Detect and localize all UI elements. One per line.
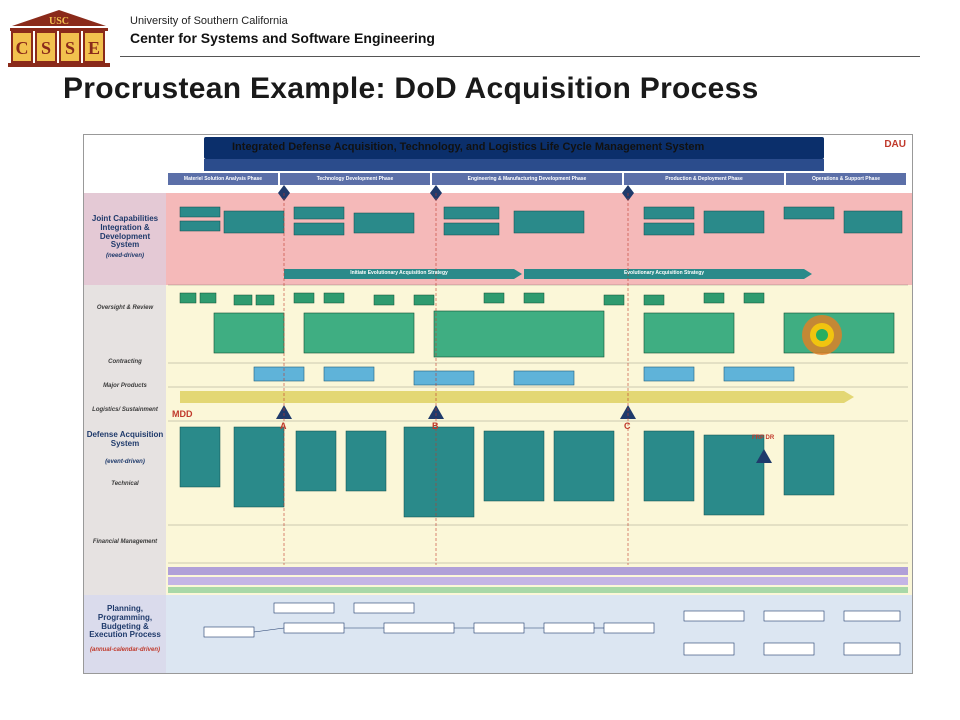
row-jcids: Joint Capabilities Integration & Develop… <box>91 214 159 250</box>
row-financial: Financial Management <box>92 539 158 545</box>
slide-title: Procrustean Example: DoD Acquisition Pro… <box>63 72 759 105</box>
logo-usc-text: USC <box>49 16 69 27</box>
chart-graphic <box>84 135 912 673</box>
row-contracting: Contracting <box>108 359 142 365</box>
milestone-frp-dr: FRP DR <box>752 435 775 441</box>
row-das-sub: (event-driven) <box>105 459 145 465</box>
header-divider <box>120 56 920 57</box>
row-das: Defense Acquisition System <box>86 430 164 448</box>
milestone-mdd: MDD <box>172 409 193 419</box>
acquisition-chart: Integrated Defense Acquisition, Technolo… <box>83 134 913 674</box>
center-name: Center for Systems and Software Engineer… <box>130 30 435 46</box>
row-jcids-sub: (need-driven) <box>105 253 144 259</box>
row-ppbe-sub: (annual-calendar-driven) <box>89 647 160 653</box>
dau-logo: DAU <box>884 139 906 150</box>
chart-main-title: Integrated Defense Acquisition, Technolo… <box>232 141 705 153</box>
logo-letter-1: C <box>16 38 29 58</box>
phase-technology: Technology Development Phase <box>316 176 394 182</box>
logo-letter-4: E <box>88 38 100 58</box>
row-major-products: Major Products <box>103 383 147 389</box>
logo-letter-2: S <box>41 38 51 58</box>
evolutionary-strategy-band: Evolutionary Acquisition Strategy <box>623 270 705 276</box>
logo-letter-3: S <box>65 38 75 58</box>
phase-materiel: Materiel Solution Analysis Phase <box>183 176 263 182</box>
row-oversight: Oversight & Review <box>96 305 154 311</box>
initiate-strategy-band: Initiate Evolutionary Acquisition Strate… <box>350 270 448 276</box>
row-logistics: Logistics/ Sustainment <box>92 407 158 413</box>
phase-emd: Engineering & Manufacturing Development … <box>467 176 587 182</box>
usc-csse-logo: USC C S S E <box>8 10 110 67</box>
milestone-c: C <box>624 421 631 431</box>
row-ppbe: Planning, Programming, Budgeting & Execu… <box>89 604 161 640</box>
row-technical: Technical <box>111 481 139 487</box>
milestone-a: A <box>280 421 287 431</box>
milestone-b: B <box>432 421 439 431</box>
phase-operations: Operations & Support Phase <box>811 176 881 182</box>
phase-production: Production & Deployment Phase <box>665 176 743 182</box>
institution-name: University of Southern California <box>130 15 288 27</box>
